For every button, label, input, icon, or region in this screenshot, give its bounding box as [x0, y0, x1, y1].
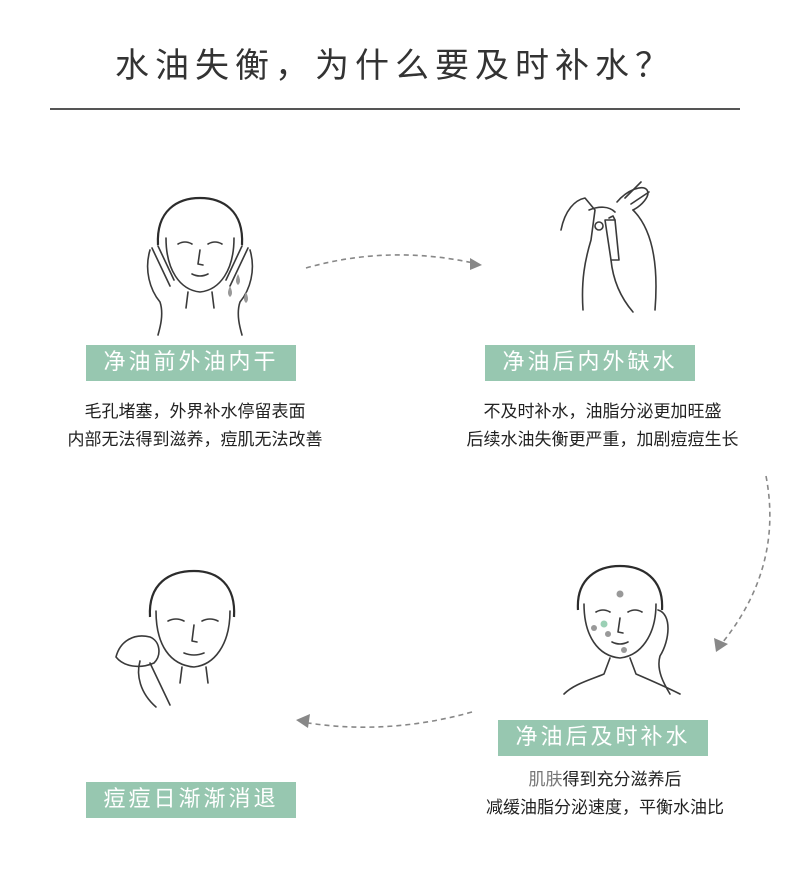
step2-line1: 不及时补水，油脂分泌更加旺盛	[483, 402, 722, 422]
arrow-step3-to-step4	[296, 711, 473, 728]
step1-line1: 毛孔堵塞，外界补水停留表面	[84, 402, 306, 422]
face-with-spots-icon	[563, 564, 681, 695]
hands-pouring-bottle-icon	[560, 181, 657, 313]
step3-label: 净油后及时补水	[498, 720, 708, 756]
face-washing-icon	[146, 196, 254, 336]
title-divider	[50, 108, 740, 110]
step1-description: 毛孔堵塞，外界补水停留表面 内部无法得到滋养，痘肌无法改善	[10, 398, 380, 454]
step2-label: 净油后内外缺水	[485, 345, 695, 381]
step2-line2: 后续水油失衡更严重，加剧痘痘生长	[466, 430, 739, 450]
arrow-step2-to-step3	[714, 475, 771, 652]
arrow-step1-to-step2	[305, 254, 482, 270]
step3-line1-rest: 得到充分滋养后	[562, 770, 682, 790]
step2-description: 不及时补水，油脂分泌更加旺盛 后续水油失衡更严重，加剧痘痘生长	[415, 398, 790, 454]
face-with-sponge-icon	[115, 569, 236, 708]
step3-line2: 减缓油脂分泌速度，平衡水油比	[486, 798, 724, 818]
step3-line1: 肌肤得到充分滋养后	[430, 766, 780, 794]
step1-line2: 内部无法得到滋养，痘肌无法改善	[67, 430, 323, 450]
step4-label: 痘痘日渐渐消退	[86, 782, 296, 818]
step1-label: 净油前外油内干	[86, 345, 296, 381]
step3-line1-gray: 肌肤	[528, 770, 563, 790]
step3-description: 肌肤得到充分滋养后 减缓油脂分泌速度，平衡水油比	[430, 766, 780, 822]
water-drops-icon	[228, 274, 248, 303]
page-title: 水油失衡，为什么要及时补水？	[115, 46, 675, 86]
